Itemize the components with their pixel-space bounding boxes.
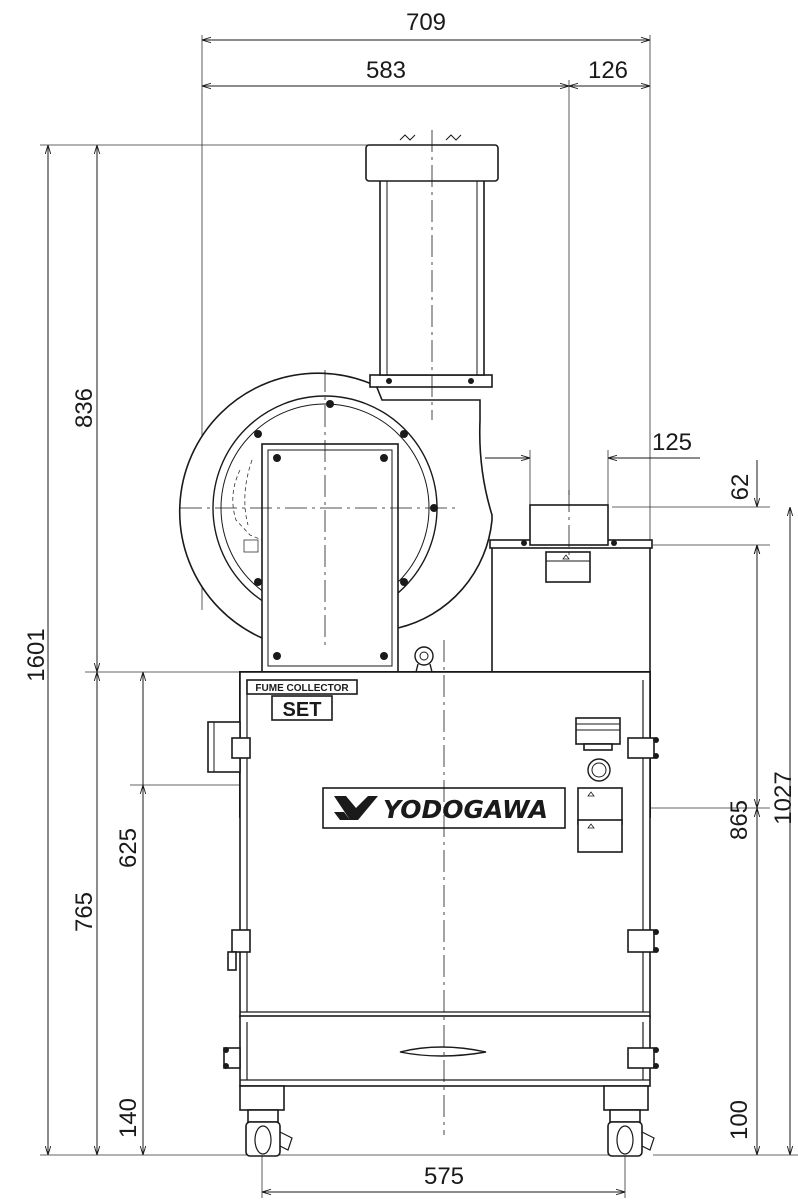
caster-left: [239, 1085, 293, 1157]
dimension-labels: 709 583 126 125 62 1601 836 765 625 140 …: [23, 9, 797, 1190]
dim-overall-width: 709: [406, 9, 446, 36]
dim-body-width: 583: [366, 57, 406, 84]
dim-total-height: 1601: [23, 628, 50, 681]
dim-caster-span: 575: [424, 1163, 464, 1190]
dim-outlet-height: 62: [727, 474, 754, 501]
base-drawer: [223, 1015, 659, 1087]
dim-outlet-offset: 126: [588, 57, 628, 84]
brand-name: YODOGAWA: [383, 795, 548, 824]
cabinet-body: [207, 671, 659, 1018]
dim-right-total-height: 1027: [770, 771, 797, 824]
dim-outlet-diameter: 125: [652, 429, 692, 456]
nameplate-line1: FUME COLLECTOR: [255, 683, 349, 694]
inlet-panel: [261, 443, 399, 673]
dim-caster-height-right: 100: [726, 1100, 753, 1140]
dim-base-height: 765: [71, 892, 98, 932]
dimension-lines: [48, 40, 790, 1192]
dim-right-body-height: 865: [726, 800, 753, 840]
filter-box: [489, 504, 653, 674]
dim-fan-height: 836: [71, 388, 98, 428]
lifting-eye: [414, 646, 434, 673]
nameplate-line2: SET: [283, 699, 322, 721]
center-lines: [180, 130, 570, 1135]
nameplate: FUME COLLECTOR SET: [246, 679, 358, 721]
brand-mark-icon: [334, 796, 378, 820]
dim-caster-height-left: 140: [115, 1098, 142, 1138]
caster-right: [603, 1085, 655, 1157]
dim-cabinet-height: 625: [115, 828, 142, 868]
